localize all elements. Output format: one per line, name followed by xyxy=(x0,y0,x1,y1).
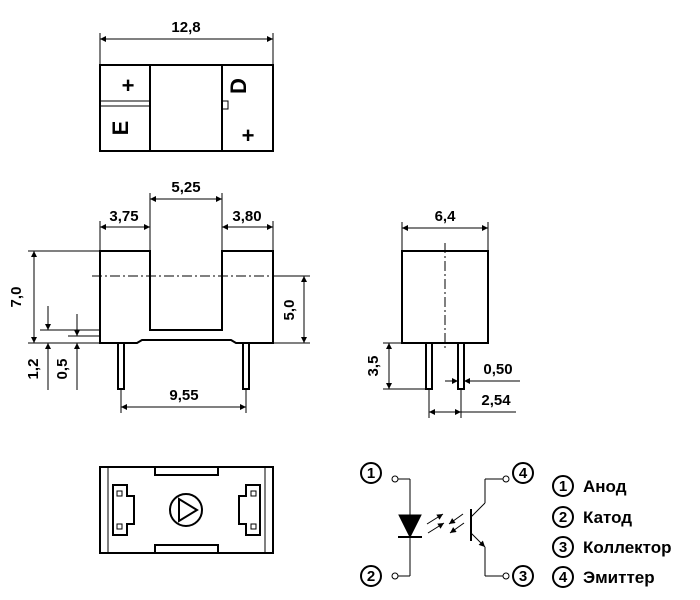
top-right-plus-mark: + xyxy=(242,123,255,148)
bottom-view-bottom-slot xyxy=(154,544,219,554)
dim-pin-span: 9,55 xyxy=(169,387,198,404)
side-view: 6,4 3,5 0,50 2,54 xyxy=(365,208,520,418)
top-left-plus-mark: + xyxy=(122,73,135,98)
dim-side-width: 6,4 xyxy=(435,208,457,225)
pin-2-terminal xyxy=(391,572,399,580)
side-pin-right xyxy=(457,342,465,390)
bottom-view-outline xyxy=(99,466,274,554)
top-view-left-groove xyxy=(99,100,151,107)
front-pin-left xyxy=(117,342,125,390)
pin-3-circle xyxy=(512,565,534,587)
pin-4-terminal xyxy=(502,475,510,483)
bottom-view-top-slot xyxy=(154,466,219,476)
top-right-d-mark: D xyxy=(226,78,251,94)
top-view-right-notch xyxy=(221,100,229,110)
legend-number: 3 xyxy=(559,539,567,556)
pin-2-label: 2 xyxy=(367,568,375,585)
dim-standoff: 1,2 xyxy=(25,359,42,380)
dim-height-total: 7,0 xyxy=(8,287,25,308)
side-pin-left xyxy=(425,342,433,390)
led-diode-icon xyxy=(398,514,422,539)
front-view-body xyxy=(99,250,274,344)
legend-item: 3 Коллектор xyxy=(552,536,672,558)
bottom-view-left-pad xyxy=(112,484,135,536)
bottom-view-right-pad xyxy=(238,484,261,536)
dim-pin-width: 0,50 xyxy=(483,361,512,378)
transistor-emitter-arrow-icon xyxy=(470,532,486,548)
dim-pin-length: 3,5 xyxy=(365,356,382,377)
emission-arrow-icon xyxy=(448,513,464,525)
legend-item: 4 Эмиттер xyxy=(552,566,655,588)
legend-label: Эмиттер xyxy=(583,568,655,587)
pin-2-circle xyxy=(360,565,382,587)
pin-1-terminal xyxy=(391,475,399,483)
top-left-e-mark: E xyxy=(108,121,133,136)
pin-1-label: 1 xyxy=(367,465,375,482)
legend-number: 2 xyxy=(559,509,567,526)
legend-number: 1 xyxy=(559,478,567,495)
pin-4-label: 4 xyxy=(519,465,528,482)
pin-3-terminal xyxy=(502,572,510,580)
transistor-collector xyxy=(470,502,486,518)
legend-label: Катод xyxy=(583,508,632,527)
dim-top-width: 12,8 xyxy=(171,19,200,36)
legend-item: 1 Анод xyxy=(552,475,627,497)
bottom-view-orientation-triangle xyxy=(178,497,199,523)
legend-label: Коллектор xyxy=(583,538,672,557)
legend-item: 2 Катод xyxy=(552,506,632,528)
pin-1-circle xyxy=(360,462,382,484)
emission-arrow-icon xyxy=(427,522,445,534)
front-view: 5,25 3,75 3,80 7,0 5,0 1,2 0,5 9,55 xyxy=(8,179,310,413)
front-pin-right xyxy=(242,342,250,390)
dim-left-part: 3,75 xyxy=(109,208,138,225)
dim-pin-pitch: 2,54 xyxy=(481,392,511,409)
emission-arrow-icon xyxy=(449,522,465,534)
pin-4-circle xyxy=(512,462,534,484)
dim-height-axis: 5,0 xyxy=(281,300,298,321)
top-view: + E D + 12,8 xyxy=(99,19,274,152)
dim-pin-offset: 0,5 xyxy=(54,359,71,380)
pin-3-label: 3 xyxy=(519,568,527,585)
bottom-view-orientation-circle xyxy=(169,493,203,527)
dim-slot-width: 5,25 xyxy=(171,179,200,196)
pin-legend: 1 Анод 2 Катод 3 Коллектор 4 Эмиттер xyxy=(552,475,672,588)
dim-right-part: 3,80 xyxy=(232,208,261,225)
schematic: 1 2 4 3 xyxy=(360,462,534,587)
legend-number: 4 xyxy=(559,569,568,586)
bottom-view xyxy=(99,466,274,554)
legend-label: Анод xyxy=(583,477,627,496)
top-view-outline xyxy=(99,64,274,152)
emission-arrow-icon xyxy=(426,513,444,525)
